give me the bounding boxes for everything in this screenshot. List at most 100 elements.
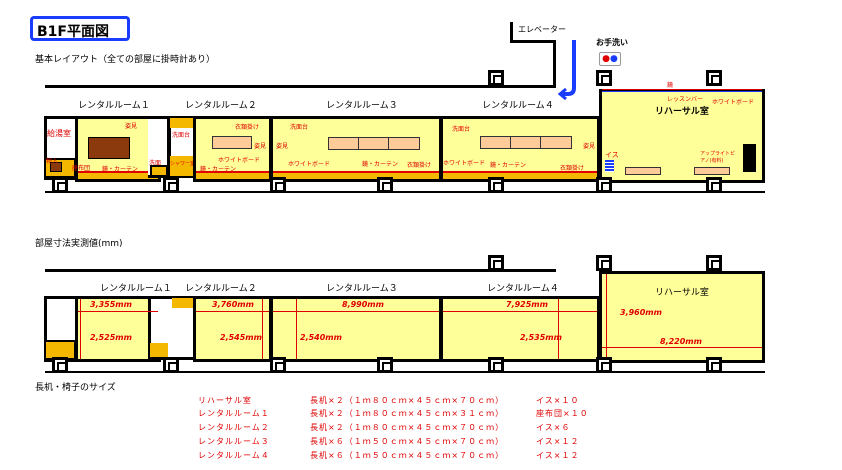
dim-line [443,311,597,312]
elevator-label: エレベーター [518,25,566,34]
room-label-2: レンタルルーム２ [185,101,257,111]
corridor-wall-top [45,85,556,88]
dim-line [273,311,439,312]
rental-room-4 [440,296,600,362]
dim-line [196,311,269,312]
mirror-curtain-strip [196,171,269,179]
mirror-curtain-strip [443,171,597,179]
pillar [377,357,393,373]
dim-line [558,299,559,359]
pillar [596,357,612,373]
row-seats: イス×１２ [536,451,580,460]
row-tables: 長机×２（１ｍ８０ｃｍ×４５ｃｍ×３１ｃｍ） [310,409,505,418]
pillar [706,177,722,193]
section-basic-layout: 基本レイアウト（全ての部屋に掛時計あり） [35,55,216,65]
row-tables: 長机×６（１ｍ５０ｃｍ×４５ｃｍ×７０ｃｍ） [310,451,505,460]
desk [328,137,360,150]
pillar [163,177,179,193]
room-label-4: レンタルルーム４ [487,284,559,294]
kitchen-label: 給湯室 [47,129,71,138]
shower-label: シャワー室 [170,161,196,167]
pillar [596,177,612,193]
elevator-wall [510,22,513,42]
row-room: レンタルルーム１ [198,409,270,418]
shower-room [170,156,194,176]
storage-label: 物入 [46,158,59,165]
corridor-wall-bottom [45,191,765,193]
room-label-2: レンタルルーム２ [185,284,257,294]
restroom-label: お手洗い [596,38,628,47]
corridor-wall-bottom [45,371,765,373]
pillar [377,177,393,193]
row-seats: 座布団×１０ [536,409,589,418]
piano [743,144,756,172]
mirror-label: 姿見 [276,143,289,150]
pillar [270,357,286,373]
mirror-curtain-label: 鏡・カーテン [102,166,139,173]
room-label-3: レンタルルーム３ [326,284,398,294]
mirror-curtain-label: 鏡・カーテン [200,166,237,173]
pillar [488,177,504,193]
cushion-label: 座布団 [72,165,91,172]
rehearsal-room-label: リハーサル室 [655,107,709,117]
dim-r1-width: 3,355mm [90,300,132,309]
mirror-label: 姿見 [125,123,138,130]
dim-line [602,347,762,348]
hanger-label: 衣類掛け [235,124,260,131]
row-seats: イス×６ [536,423,571,432]
washroom-sink [150,343,168,357]
dim-line [80,299,81,359]
elevator-arrow-icon [558,40,576,100]
pillar [52,177,68,193]
dim-r2-width: 3,760mm [212,300,254,309]
shower-sink [170,118,194,128]
pillar [706,255,722,271]
elevator-wall [553,40,556,88]
room-label-4: レンタルルーム４ [482,101,554,111]
dim-r2-depth: 2,545mm [220,333,262,342]
row-room: レンタルルーム３ [198,437,270,446]
washbasin-label: 洗面台 [172,132,191,139]
chair-stack-icon [605,160,614,172]
storage-box [50,162,62,172]
lesson-bar-label: レッスンバー [667,96,704,103]
row-room: レンタルルーム２ [198,423,270,432]
shower-room [172,298,194,308]
whiteboard-label: ホワイトボード [443,160,486,167]
pillar [706,357,722,373]
row-tables: 長机×６（１ｍ５０ｃｍ×４５ｃｍ×７０ｃｍ） [310,437,505,446]
whiteboard-label: ホワイトボード [218,157,261,164]
mirror-curtain-strip [78,171,158,179]
row-tables: 長机×２（１ｍ８０ｃｍ×４５ｃｍ×７０ｃｍ） [310,423,505,432]
dim-r4-width: 7,925mm [506,300,548,309]
pillar [488,357,504,373]
row-seats: イス×１０ [536,396,580,405]
pillar [596,70,612,86]
room-label-1: レンタルルーム１ [78,101,150,111]
corridor-wall-top [45,269,556,272]
desk [510,136,542,149]
row-room: リハーサル室 [198,396,252,405]
rehearsal-room-label: リハーサル室 [655,288,709,298]
pillar [488,255,504,271]
desk [388,137,420,150]
whiteboard-label: ホワイトボード [288,161,331,168]
washroom-sink [150,165,168,177]
room-label-3: レンタルルーム３ [326,101,398,111]
dim-reh-width: 8,220mm [660,337,702,346]
washbasin-label: 洗面台 [452,126,471,133]
mirror-label: 鏡 [667,82,674,89]
washbasin-label: 洗面台 [290,124,309,131]
hanger-label: 衣類掛け [407,162,432,169]
pillar [52,357,68,373]
desk [540,136,572,149]
room-label-1: レンタルルーム１ [100,284,172,294]
desk [694,167,730,175]
desk [212,136,252,149]
pillar [488,70,504,86]
dim-r4-depth: 2,535mm [520,333,562,342]
tatami-table [88,137,130,159]
elevator-wall [510,40,556,43]
mirror-label: 姿見 [254,143,267,150]
restroom-icon: ●● [599,52,621,66]
